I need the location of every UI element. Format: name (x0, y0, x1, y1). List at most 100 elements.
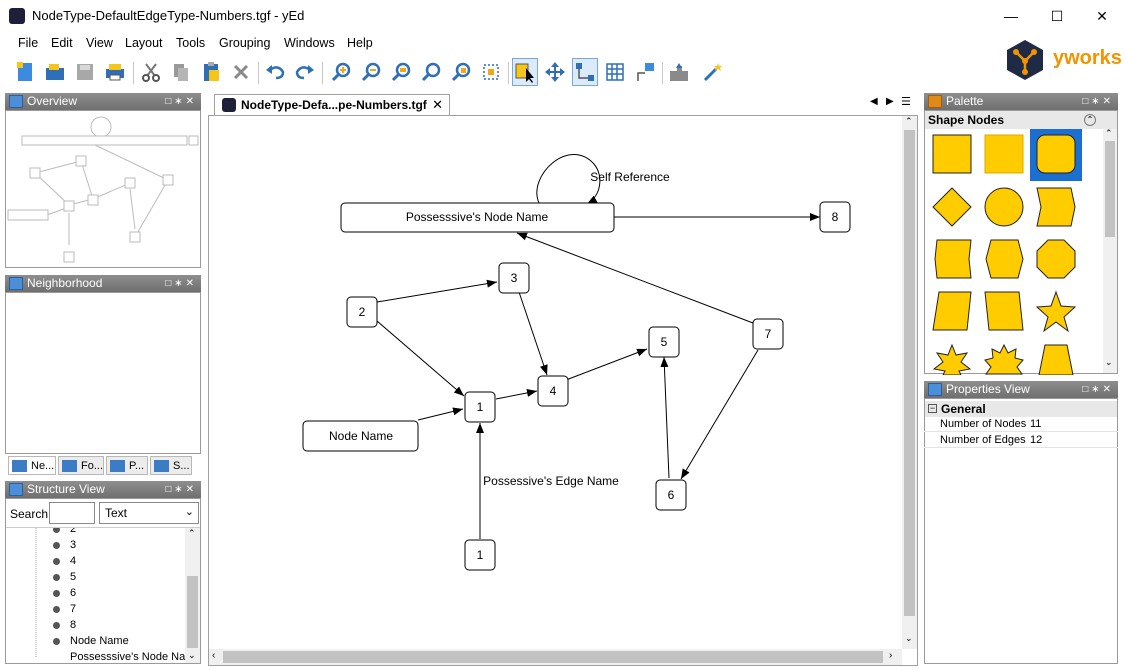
document-tab[interactable]: NodeType-Defa...pe-Numbers.tgf ✕ (214, 94, 450, 115)
edge-4-to-5[interactable] (565, 348, 648, 381)
tab-list-icon[interactable]: ☰ (901, 96, 911, 108)
layout-button[interactable] (666, 58, 692, 86)
zoom-out-button[interactable] (358, 58, 384, 86)
shape-star-6[interactable] (932, 343, 972, 375)
property-row[interactable]: Number of Edges 12 (924, 432, 1118, 448)
shape-rectangle[interactable] (932, 134, 972, 174)
shape-hexagon[interactable] (985, 239, 1024, 279)
property-row[interactable]: Number of Nodes 11 (924, 416, 1118, 432)
palette-scrollbar-thumb[interactable] (1105, 141, 1115, 237)
undo-button[interactable] (262, 58, 288, 86)
tab-neighborhood[interactable]: Ne... (8, 456, 56, 475)
new-document-button[interactable] (12, 58, 38, 86)
menu-view[interactable]: View (86, 36, 113, 50)
zoom-original-button[interactable] (388, 58, 414, 86)
node-2[interactable] (346, 296, 378, 328)
fit-content-button[interactable] (418, 58, 444, 86)
open-button[interactable] (42, 58, 68, 86)
node-5[interactable] (648, 326, 680, 358)
shape-star-5[interactable] (1035, 290, 1077, 333)
edge-self-reference[interactable] (536, 153, 601, 205)
delete-button[interactable] (228, 58, 254, 86)
tree-item[interactable]: 2 (53, 528, 76, 537)
scroll-down-icon[interactable]: ⌄ (905, 633, 913, 643)
zoom-in-button[interactable] (328, 58, 354, 86)
tree-item[interactable]: 7 (53, 601, 76, 617)
edge-3-to-4[interactable] (518, 291, 548, 376)
scroll-down-icon[interactable]: ⌄ (1105, 357, 1113, 367)
tree-item[interactable]: 6 (53, 585, 76, 601)
redo-button[interactable] (292, 58, 318, 86)
scroll-up-icon[interactable]: ⌃ (1105, 128, 1113, 138)
canvas-horizontal-scrollbar[interactable]: ‹ › (209, 649, 902, 665)
palette-section-header[interactable]: Shape Nodes ⌃ (925, 111, 1117, 129)
tree-item[interactable]: 3 (53, 537, 76, 553)
tree-item[interactable]: 8 (53, 617, 76, 633)
panel-window-controls[interactable]: □∗✕ (165, 278, 197, 289)
minimize-button[interactable]: — (1004, 8, 1018, 24)
shape-diamond[interactable] (932, 187, 972, 227)
node-3[interactable] (498, 262, 530, 294)
close-button[interactable]: ✕ (1096, 7, 1108, 24)
edge-7-to-possessive[interactable] (516, 232, 754, 324)
scroll-up-icon[interactable]: ⌃ (905, 116, 913, 126)
node-1b[interactable] (464, 539, 496, 571)
menu-help[interactable]: Help (347, 36, 373, 50)
cut-button[interactable] (138, 58, 164, 86)
tab-scroll-right-icon[interactable]: ▶ (886, 96, 894, 107)
fit-graph-button[interactable] (478, 58, 504, 86)
move-mode-button[interactable] (542, 58, 568, 86)
shape-rectangle-flat[interactable] (984, 134, 1024, 174)
maximize-button[interactable]: ☐ (1050, 7, 1064, 24)
paste-button[interactable] (198, 58, 224, 86)
collapse-section-icon[interactable]: ⌃ (1084, 114, 1096, 126)
edge-2-to-1[interactable] (376, 320, 465, 397)
node-7[interactable] (752, 318, 784, 350)
neighborhood-panel[interactable] (5, 292, 201, 454)
tab-folding[interactable]: Fo... (58, 456, 104, 475)
edge-mode-button[interactable] (572, 58, 598, 86)
print-button[interactable] (102, 58, 128, 86)
edge-7-to-6[interactable] (680, 349, 759, 480)
search-input[interactable] (49, 502, 95, 524)
panel-window-controls[interactable]: □∗✕ (165, 96, 197, 107)
shape-trapezoid[interactable] (1038, 344, 1074, 375)
menu-tools[interactable]: Tools (176, 36, 206, 50)
tree-item[interactable]: Possesssive's Node Nam (70, 649, 188, 663)
panel-window-controls[interactable]: □∗✕ (1082, 384, 1114, 395)
node-6[interactable] (655, 479, 687, 511)
node-1a[interactable] (464, 391, 496, 423)
node-4[interactable] (537, 375, 569, 407)
tree-item[interactable]: 5 (53, 569, 76, 585)
tab-p[interactable]: P... (106, 456, 148, 475)
menu-windows[interactable]: Windows (284, 36, 335, 50)
tree-item[interactable]: Node Name (53, 633, 129, 649)
orthogonal-edges-button[interactable] (632, 58, 658, 86)
menu-edit[interactable]: Edit (51, 36, 73, 50)
properties-section-general[interactable]: − General (925, 401, 1117, 417)
structure-tree[interactable]: 2 3 4 5 6 7 8 Node Name Possesssive's No… (6, 527, 200, 663)
node-node-name[interactable] (302, 420, 419, 452)
scroll-left-icon[interactable]: ‹ (212, 650, 216, 661)
menu-layout[interactable]: Layout (125, 36, 163, 50)
panel-window-controls[interactable]: □∗✕ (1082, 96, 1114, 107)
shape-ellipse[interactable] (984, 187, 1024, 227)
scroll-right-icon[interactable]: › (889, 650, 893, 661)
search-filter-select[interactable]: Text ⌄ (99, 502, 199, 524)
menu-grouping[interactable]: Grouping (219, 36, 271, 50)
zoom-selection-button[interactable] (448, 58, 474, 86)
tree-scrollbar[interactable]: ⌃ ⌄ (185, 528, 200, 663)
canvas-horizontal-scrollbar-thumb[interactable] (223, 651, 883, 663)
edge-nodename-to-1[interactable] (417, 407, 464, 421)
tab-s[interactable]: S... (150, 456, 192, 475)
save-button[interactable] (72, 58, 98, 86)
palette-scrollbar[interactable]: ⌃ ⌄ (1103, 128, 1117, 373)
canvas-vertical-scrollbar[interactable]: ⌃ ⌄ (902, 116, 917, 649)
overview-panel[interactable] (5, 110, 201, 268)
shape-octagon[interactable] (1036, 239, 1076, 279)
node-8[interactable] (819, 201, 851, 233)
shape-parallelogram-2[interactable] (984, 291, 1024, 331)
shape-fat-arrow[interactable] (1036, 187, 1076, 227)
edge-2-to-3[interactable] (376, 279, 498, 303)
tree-item[interactable]: 4 (53, 553, 76, 569)
